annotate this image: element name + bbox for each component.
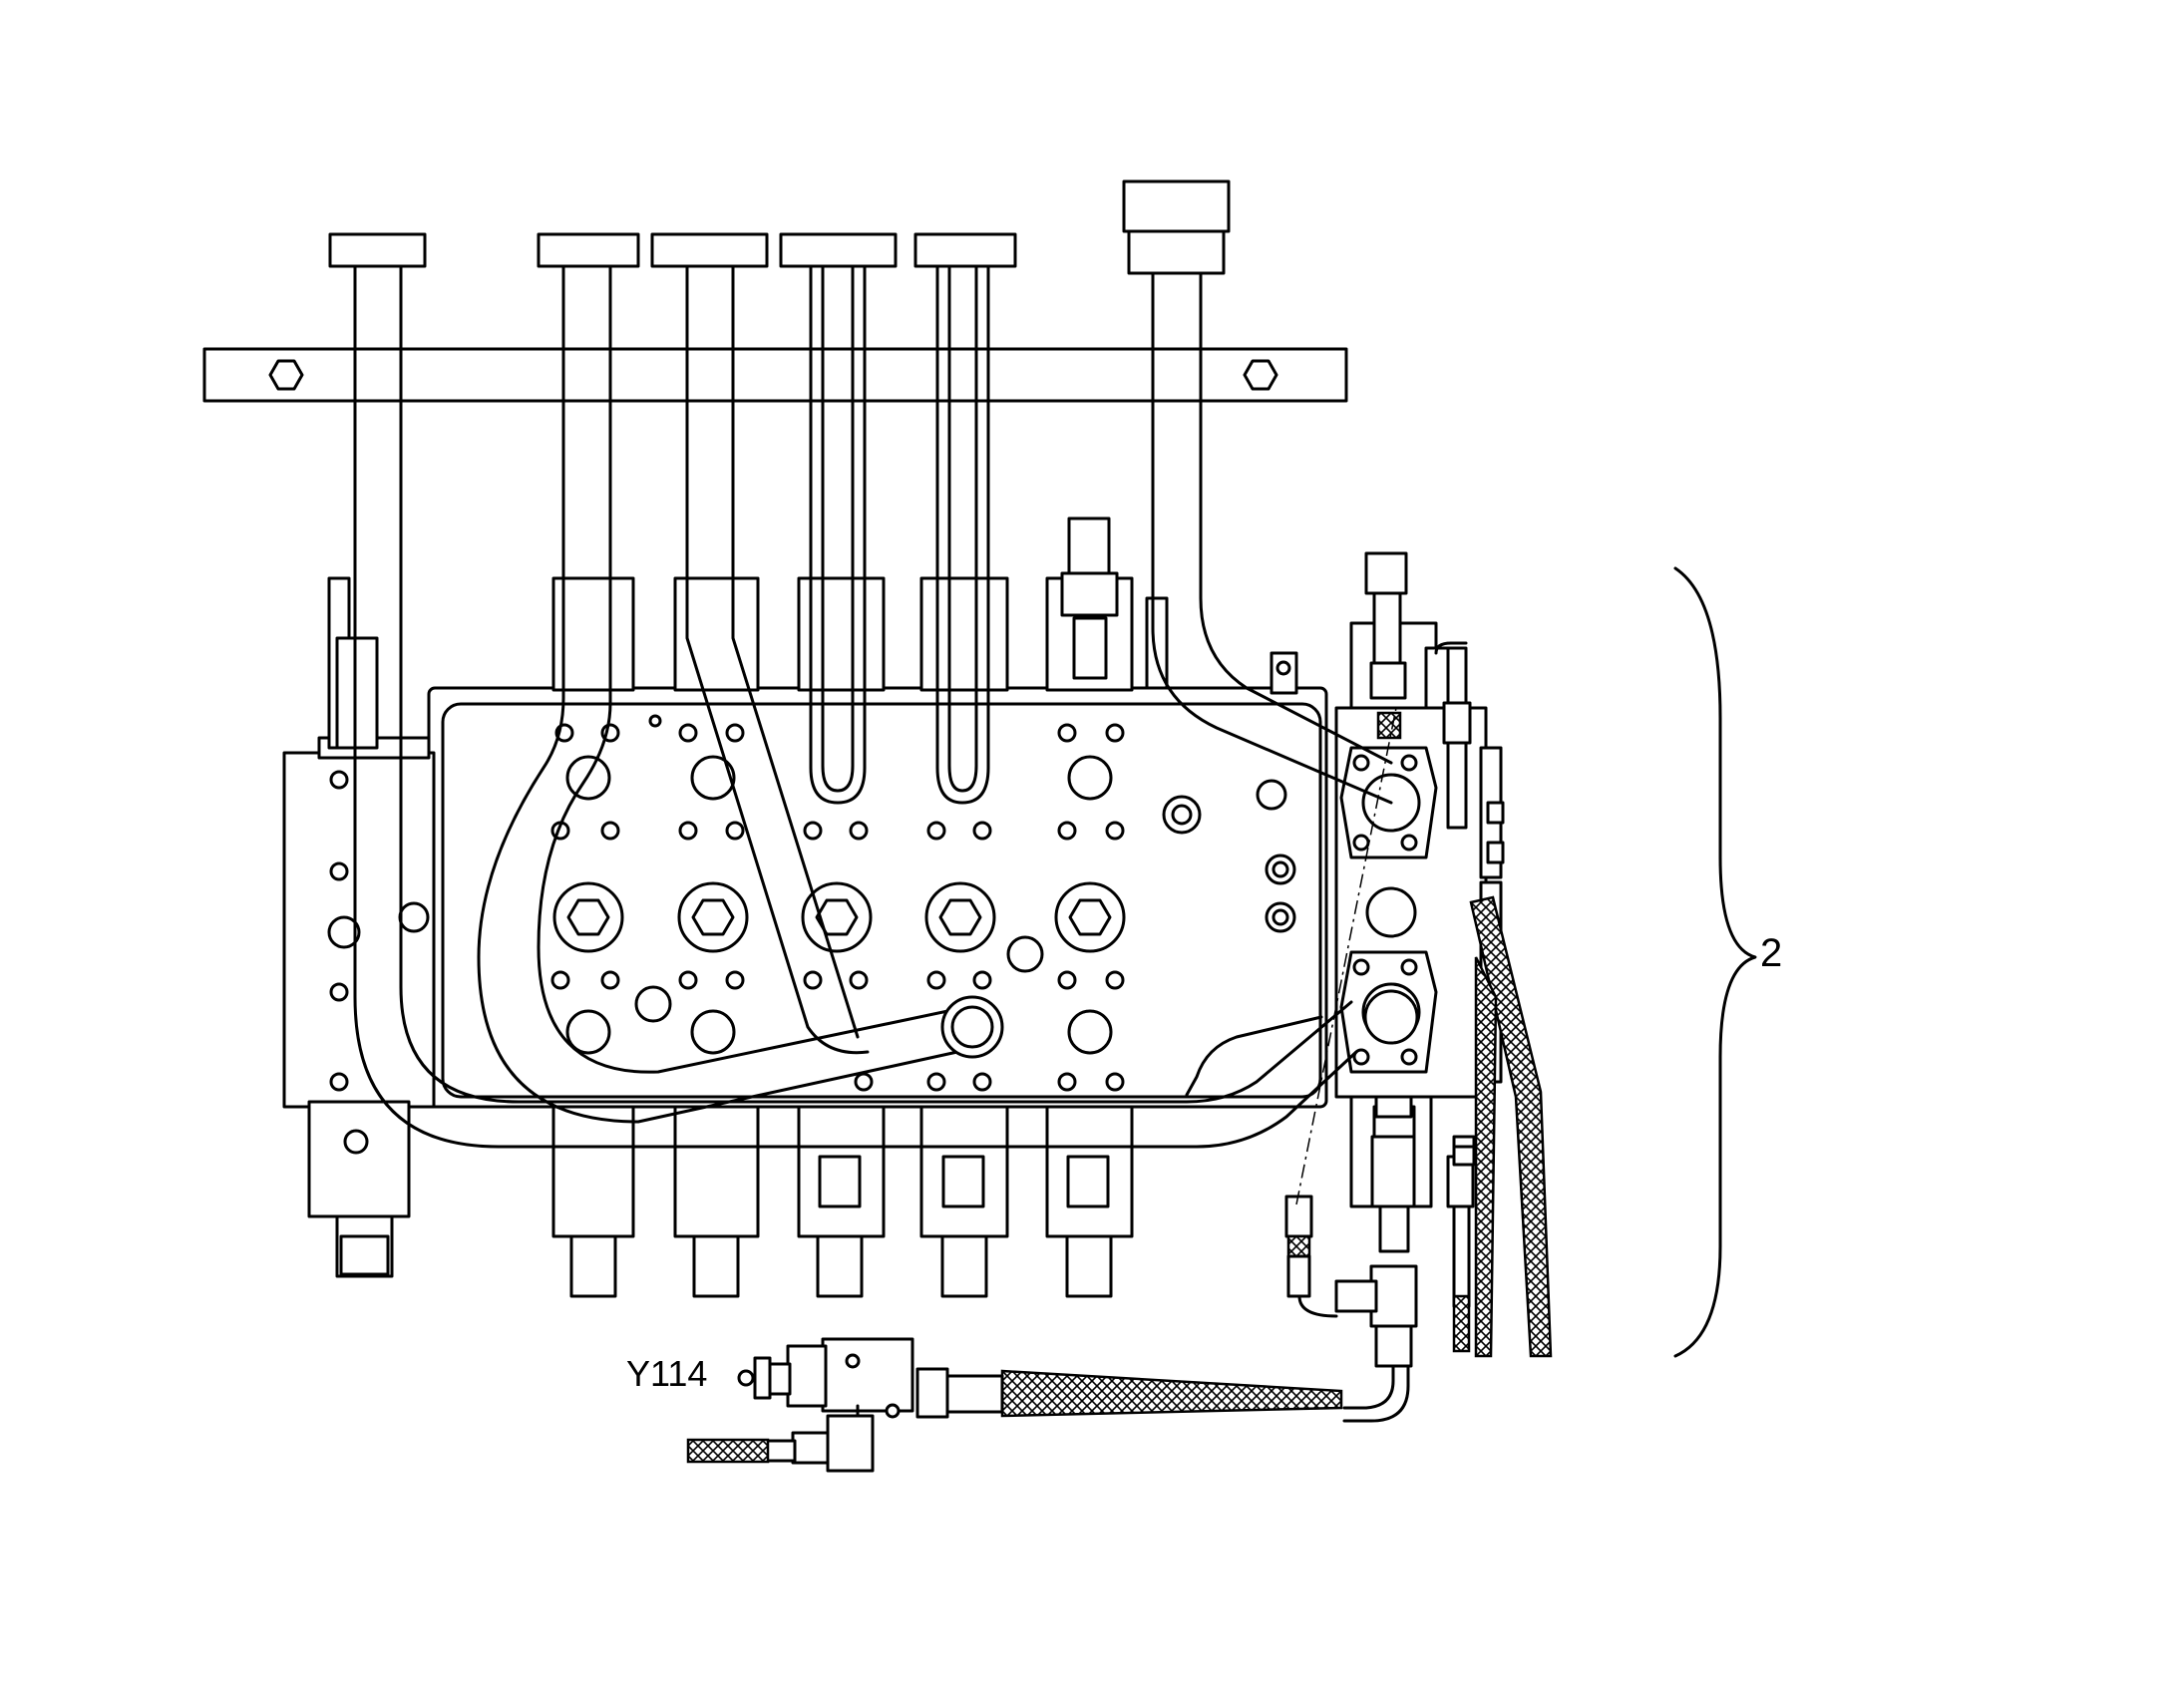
y114-solenoid-valve [686, 1337, 914, 1473]
port-bolts [550, 714, 1125, 1092]
relief-valve-plugs [552, 881, 1126, 953]
center-line [1295, 707, 1397, 1205]
hydraulic-tubes [353, 264, 1419, 1149]
y114-callout-label: Y114 [626, 1353, 708, 1394]
port-plugs [565, 755, 1296, 1055]
spool-ends-bottom [551, 1105, 1134, 1298]
tube-caps [328, 179, 1231, 275]
inlet-section [282, 576, 436, 1278]
mounting-bracket [202, 347, 1348, 403]
hose-to-y114 [915, 1364, 1410, 1423]
spool-caps-top [551, 516, 1298, 695]
group-callout-label: 2 [1760, 931, 1783, 975]
group-brace [1673, 566, 1757, 1358]
right-fittings [1284, 551, 1488, 1368]
